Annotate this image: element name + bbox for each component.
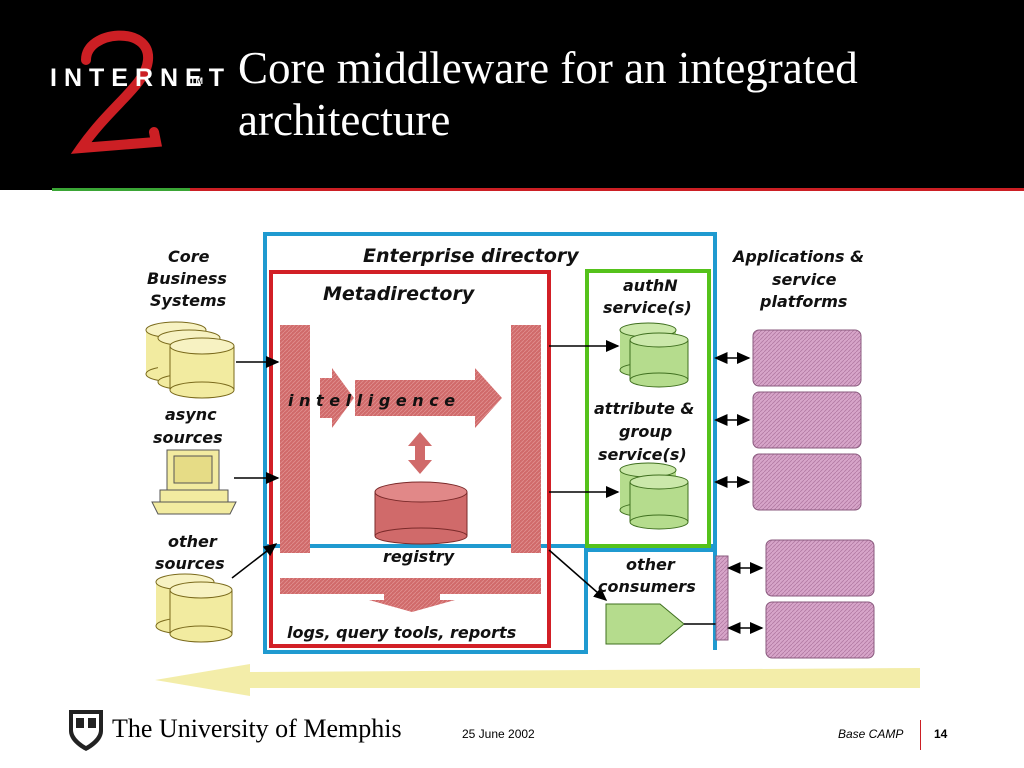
page-number: 14 xyxy=(934,727,948,741)
apps-label-3: platforms xyxy=(759,292,847,311)
header-rule-green xyxy=(52,188,190,191)
arrow-to-consumers xyxy=(548,549,608,601)
title-line-2: architecture xyxy=(238,95,451,145)
feedback-arrow xyxy=(155,664,920,696)
internet2-two-logo-icon xyxy=(70,30,163,154)
core-label-3: Systems xyxy=(150,291,226,310)
authn-label-1: authN xyxy=(623,276,678,295)
core-systems-cylinders xyxy=(145,321,235,399)
consumers-shape xyxy=(605,603,685,645)
attr-label-1: attribute & xyxy=(594,399,694,418)
core-label-2: Business xyxy=(147,269,227,288)
header-rule-red xyxy=(190,188,1024,191)
enterprise-directory-box xyxy=(263,232,717,548)
footer-conference: Base CAMP xyxy=(838,727,904,741)
consumers-label-2: consumers xyxy=(598,577,696,596)
logo-wordmark: INTERNET xyxy=(50,64,231,92)
other-sources-label-2: sources xyxy=(155,554,225,573)
application-platform-1 xyxy=(752,329,862,387)
intelligence-arrow-left xyxy=(320,368,354,428)
attr-label-2: group xyxy=(619,422,672,441)
attr-label-3: service(s) xyxy=(598,445,687,464)
registry-cylinder xyxy=(374,481,468,545)
application-platform-5 xyxy=(765,601,875,659)
enterprise-directory-lower xyxy=(263,546,717,654)
intelligence-label: i n t e l l i g e n c e xyxy=(288,391,455,410)
university-name: The University of Memphis xyxy=(112,714,402,743)
consumers-bus xyxy=(715,555,729,641)
authn-cylinders xyxy=(619,322,689,388)
application-platform-2 xyxy=(752,391,862,449)
meta-right-column xyxy=(511,325,541,553)
apps-label-1: Applications & xyxy=(731,247,864,266)
page-title: Core middleware for an integrated archit… xyxy=(238,42,998,146)
metadirectory-box xyxy=(269,270,551,648)
logo-trademark: TM xyxy=(190,76,203,86)
intelligence-arrow-right xyxy=(355,368,502,428)
header-band xyxy=(0,0,1024,190)
logs-arrow xyxy=(280,578,541,612)
authn-label-2: service(s) xyxy=(603,298,692,317)
arrow-other-to-meta xyxy=(231,543,278,579)
attribute-cylinders xyxy=(619,462,689,530)
application-platform-3 xyxy=(752,453,862,511)
metadirectory-label: Metadirectory xyxy=(323,283,476,305)
other-sources-label-1: other xyxy=(168,532,218,551)
core-label-1: Core xyxy=(168,247,210,266)
footer-divider xyxy=(920,720,921,750)
logs-label: logs, query tools, reports xyxy=(287,623,516,642)
registry-double-arrow xyxy=(408,432,432,474)
application-platform-4 xyxy=(765,539,875,597)
enterprise-directory-label: Enterprise directory xyxy=(363,245,580,267)
services-box xyxy=(585,269,711,548)
meta-left-column xyxy=(280,325,310,553)
computer-icon xyxy=(151,449,237,515)
title-line-1: Core middleware for an integrated xyxy=(238,43,858,93)
university-shield-icon xyxy=(69,710,103,751)
footer-date: 25 June 2002 xyxy=(462,727,535,741)
async-label-2: sources xyxy=(153,428,223,447)
apps-label-2: service xyxy=(772,270,837,289)
other-sources-cylinders xyxy=(155,573,233,643)
consumers-label-1: other xyxy=(626,555,676,574)
async-label-1: async xyxy=(165,405,217,424)
registry-label: registry xyxy=(383,547,455,566)
